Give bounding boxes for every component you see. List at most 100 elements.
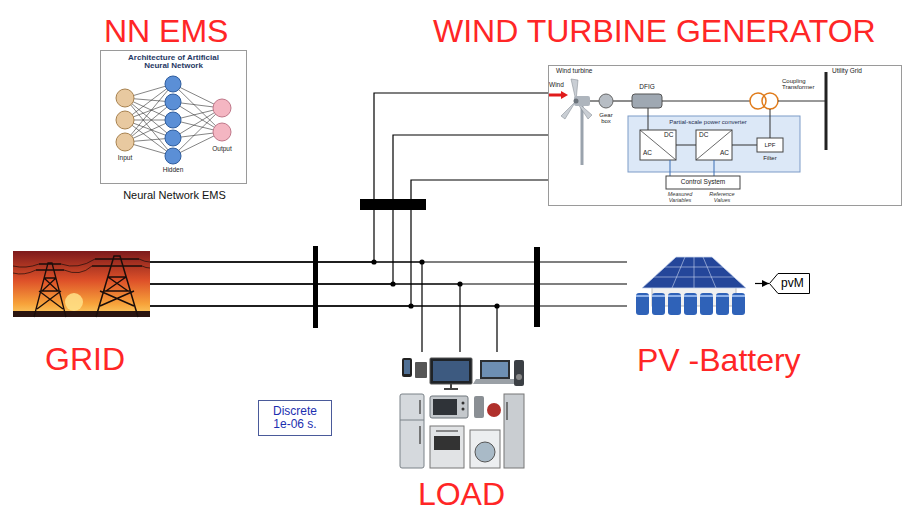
tag-shape xyxy=(770,274,810,294)
picture-label: Wind turbine xyxy=(556,68,593,75)
appliances-picture-part xyxy=(419,426,421,444)
dfig-schematic-part xyxy=(714,160,715,176)
appliances-picture-part xyxy=(436,430,458,432)
dfig-schematic-part xyxy=(696,130,732,160)
dfig-schematic-part xyxy=(696,130,732,160)
picture-label: Control System xyxy=(681,179,725,186)
dfig-schematic-part xyxy=(613,100,632,102)
appliances-picture-part xyxy=(415,362,427,378)
appliances-picture-part xyxy=(400,394,424,468)
junction-dot-part xyxy=(494,303,499,308)
dfig-schematic-part xyxy=(662,101,750,102)
dfig-schematic-part xyxy=(825,72,828,150)
picture-label: Output xyxy=(212,146,232,153)
dfig-schematic-part xyxy=(676,145,696,146)
junction-dot-part xyxy=(371,259,376,264)
appliances-picture-part xyxy=(419,400,421,414)
dfig-schematic-part xyxy=(762,93,778,109)
block-heading: WIND TURBINE GENERATOR xyxy=(433,15,876,49)
neural-network-picture-part xyxy=(165,112,181,128)
appliances-picture-part xyxy=(402,358,412,377)
neural-network-picture-part xyxy=(101,51,246,183)
wind-generator-block: WIND TURBINE GENERATOR xyxy=(548,65,902,206)
appliances-picture-part xyxy=(433,361,469,381)
nn-ems-block: NN EMSNeural Network EMS xyxy=(100,50,247,184)
junction-dot-part xyxy=(457,281,462,286)
neural-network-picture-part xyxy=(213,99,231,117)
picture-label: DC xyxy=(664,132,673,139)
powergui-block: Discrete 1e-06 s. xyxy=(258,400,332,436)
dfig-schematic xyxy=(549,66,901,205)
junction-dot xyxy=(371,259,499,308)
appliances-picture-part xyxy=(480,360,510,379)
dfig-schematic-part xyxy=(549,66,901,205)
block-heading: LOAD xyxy=(418,478,505,512)
conductor-line xyxy=(755,283,769,284)
picture-label: Filter xyxy=(763,155,776,161)
neural-network-picture-part xyxy=(116,111,134,129)
picture-label: AC xyxy=(720,150,729,157)
bus-bar-part xyxy=(313,246,318,328)
appliances-picture-part xyxy=(462,402,465,405)
appliances-picture-part xyxy=(430,396,468,418)
picture-label: Input xyxy=(118,155,132,162)
dfig-schematic-part xyxy=(770,109,771,138)
appliances-picture-part xyxy=(482,362,508,377)
bus-bar-part xyxy=(360,199,426,210)
appliances-picture-part xyxy=(462,408,465,411)
appliances-picture-part xyxy=(470,430,500,468)
junction-dot-part xyxy=(408,303,413,308)
dfig-schematic-part xyxy=(561,91,568,99)
appliances-picture-part xyxy=(504,394,524,468)
pv-battery-block: PV -Battery xyxy=(627,250,755,318)
dfig-schematic-part xyxy=(549,94,562,97)
neural-network-picture-part xyxy=(213,123,231,141)
tag-name: pvM xyxy=(781,277,804,290)
block-heading: NN EMS xyxy=(104,15,228,49)
picture-label: Wind xyxy=(549,82,564,89)
appliances-picture-part xyxy=(404,360,410,374)
neural-network-picture-part xyxy=(165,148,181,164)
picture-label: Hidden xyxy=(163,167,184,174)
dfig-schematic-part xyxy=(599,94,613,108)
grid-source-block: GRID xyxy=(13,251,150,317)
appliances-picture-part xyxy=(434,436,460,450)
appliances-picture-part xyxy=(514,360,524,386)
neural-network-picture-part xyxy=(165,76,181,92)
pv-battery-picture-part xyxy=(636,295,745,297)
junction-dot-part xyxy=(390,281,395,286)
neural-network-picture-part xyxy=(165,130,181,146)
dfig-schematic-part xyxy=(757,138,783,152)
neural-network-picture xyxy=(101,51,246,183)
pv-battery-picture-part xyxy=(642,257,746,288)
pv-battery-picture xyxy=(628,251,754,317)
bus-bar xyxy=(313,199,540,328)
grid-picture-part xyxy=(13,311,150,317)
appliances-picture-part xyxy=(430,358,472,384)
picture-label: Coupling Transformer xyxy=(782,78,820,91)
neural-network-picture-part xyxy=(125,84,222,156)
appliances-picture-part xyxy=(473,379,517,384)
appliances-picture-part xyxy=(396,353,527,471)
block-caption: Neural Network EMS xyxy=(123,190,226,202)
dfig-schematic-part xyxy=(648,108,649,130)
dfig-schematic-part xyxy=(640,130,676,160)
junction-dot-part xyxy=(419,259,424,264)
dfig-schematic-part xyxy=(732,145,757,146)
appliances-picture xyxy=(396,353,527,471)
picture-label: Architecture of Artificial Neural Networ… xyxy=(106,54,241,71)
appliances-picture-part xyxy=(400,420,424,421)
appliances-picture-part xyxy=(474,396,484,418)
block-heading: GRID xyxy=(45,343,125,377)
grid-picture-part xyxy=(65,293,83,311)
grid-picture-part xyxy=(13,251,150,317)
load-block: LOAD xyxy=(395,352,528,472)
picture-label: DFIG xyxy=(639,84,655,91)
appliances-picture-part xyxy=(433,399,457,415)
grid-picture xyxy=(13,251,150,317)
three-phase-connection xyxy=(150,262,497,352)
dfig-schematic-part xyxy=(581,106,584,165)
